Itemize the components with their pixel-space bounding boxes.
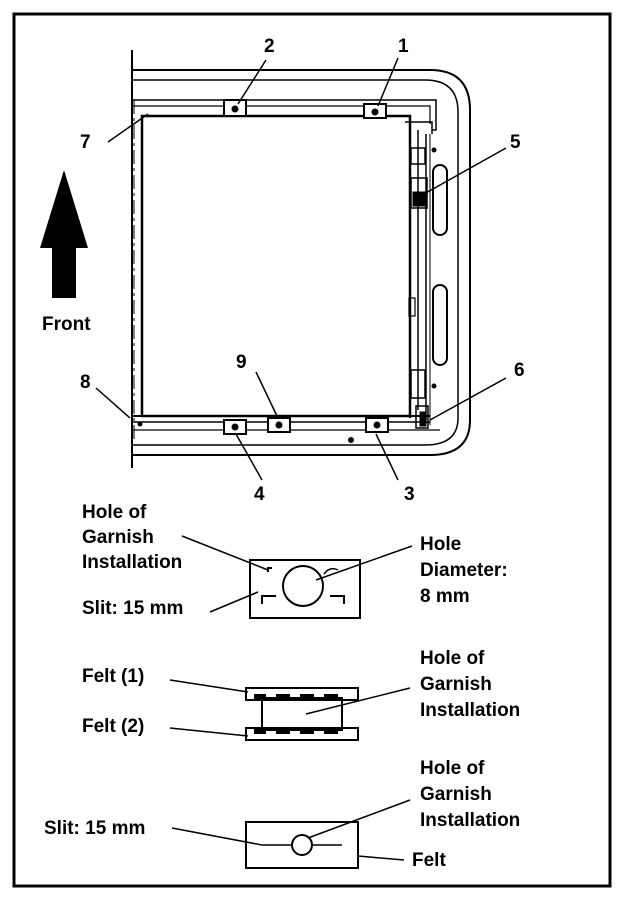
roof-panel-view	[131, 50, 471, 468]
front-label: Front	[42, 314, 91, 335]
clip-2	[223, 99, 247, 117]
detail2-felt2-label: Felt (2)	[82, 716, 144, 737]
callout-6: 6	[514, 360, 525, 381]
detail1-diameter-line1: Hole	[420, 534, 461, 555]
detail3-hole-label-line3: Installation	[420, 810, 520, 831]
detail-felt-layers: Felt (1) Felt (2) Hole of Garnish Instal…	[82, 648, 520, 741]
detail-hole-diameter: Hole of Garnish Installation Slit: 15 mm…	[82, 502, 508, 619]
detail1-hole-label-line2: Garnish	[82, 527, 154, 548]
detail1-hole-label-line3: Installation	[82, 552, 182, 573]
callout-2: 2	[264, 36, 275, 57]
callout-5: 5	[510, 132, 521, 153]
detail2-hole-label-line3: Installation	[420, 700, 520, 721]
clip-1	[363, 103, 387, 119]
clip-9	[267, 417, 291, 433]
detail2-hole-label-line1: Hole of	[420, 648, 485, 669]
callout-3: 3	[404, 484, 415, 505]
detail3-hole-label-line2: Garnish	[420, 784, 492, 805]
detail3-slit-label: Slit: 15 mm	[44, 818, 145, 839]
detail1-slit-label: Slit: 15 mm	[82, 598, 183, 619]
clip-3	[365, 417, 389, 433]
detail-felt-slit: Slit: 15 mm Hole of Garnish Installation…	[44, 758, 520, 871]
clip-4	[223, 419, 247, 435]
callout-7: 7	[80, 132, 91, 153]
detail1-diameter-line2: Diameter:	[420, 560, 508, 581]
callout-1: 1	[398, 36, 409, 57]
detail2-hole-label-line2: Garnish	[420, 674, 492, 695]
callout-8: 8	[80, 372, 91, 393]
detail3-felt-label: Felt	[412, 850, 446, 871]
detail1-diameter-line3: 8 mm	[420, 586, 470, 607]
detail3-hole-label-line1: Hole of	[420, 758, 485, 779]
detail2-felt1-label: Felt (1)	[82, 666, 144, 687]
callout-leaders	[95, 57, 507, 481]
front-arrow-icon	[40, 170, 88, 298]
callout-4: 4	[254, 484, 265, 505]
diagram-border	[12, 12, 612, 888]
detail1-hole-label-line1: Hole of	[82, 502, 147, 523]
callout-9: 9	[236, 352, 247, 373]
